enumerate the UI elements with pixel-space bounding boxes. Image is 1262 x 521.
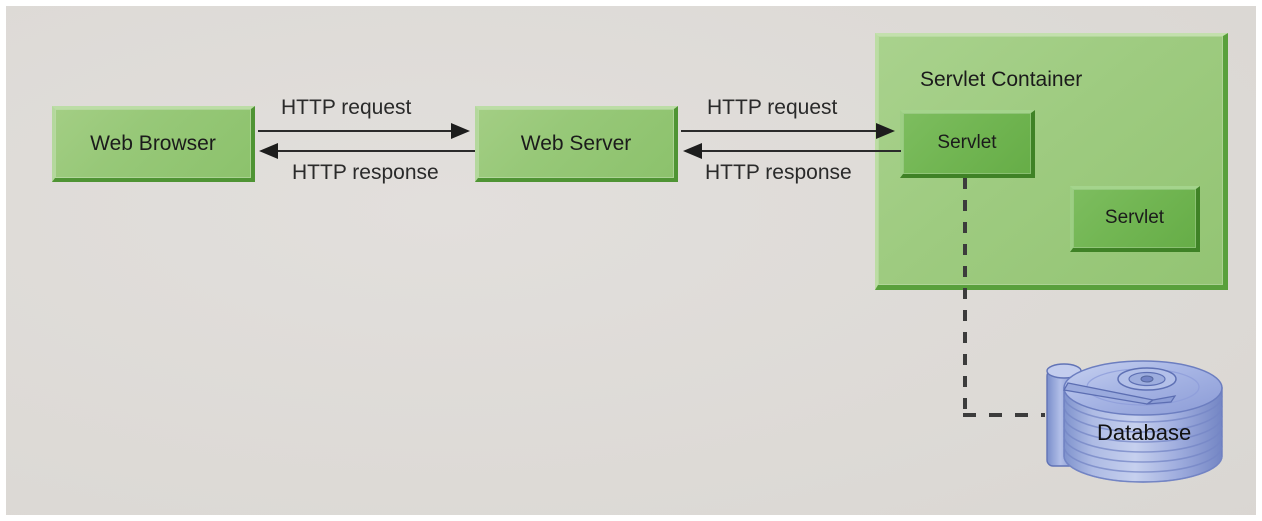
node-servlet-two[interactable]: Servlet [1070,186,1200,252]
edge-label-http-request-left: HTTP request [281,96,412,119]
database-hub-icon [1117,367,1177,391]
node-servlet-one[interactable]: Servlet [900,110,1035,178]
node-database[interactable] [1035,338,1250,503]
edge-servlet-to-database-vertical [963,178,967,417]
node-web-browser[interactable]: Web Browser [52,106,255,182]
arrow-left-icon [683,143,702,159]
arrow-right-icon [451,123,470,139]
database-read-arm-icon [1062,382,1177,405]
edge-server-to-servlet-request-line [681,130,878,132]
node-servlet-two-label: Servlet [1104,207,1165,229]
arrow-left-icon [259,143,278,159]
edge-label-http-response-right: HTTP response [705,161,852,184]
node-web-server[interactable]: Web Server [475,106,678,182]
edge-label-http-request-right: HTTP request [707,96,838,119]
database-platter-rings [1063,395,1223,483]
node-database-label: Database [1097,420,1192,445]
node-servlet-container-label: Servlet Container [920,68,1083,91]
node-web-browser-label: Web Browser [90,131,216,155]
arrow-right-icon [876,123,895,139]
node-servlet-one-label: Servlet [937,132,997,154]
edge-servlet-to-database-horizontal [963,413,1045,417]
node-web-server-label: Web Server [520,131,632,155]
edge-server-to-browser-response-line [278,150,475,152]
edge-browser-to-server-request-line [258,130,453,132]
edge-label-http-response-left: HTTP response [292,161,439,184]
edge-servlet-to-server-response-line [702,150,901,152]
